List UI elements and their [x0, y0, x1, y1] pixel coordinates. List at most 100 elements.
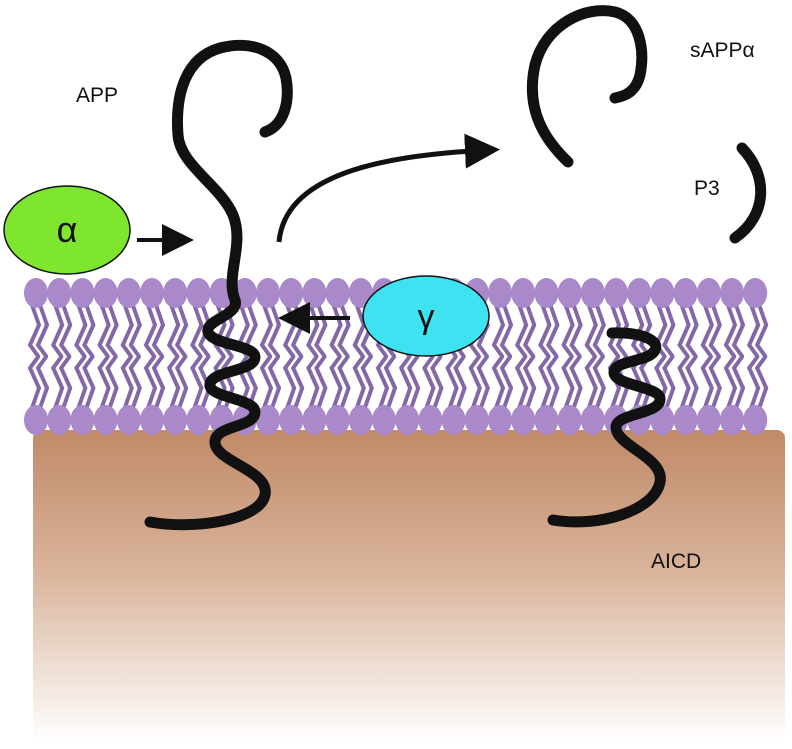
- alpha-enzyme-shape: [3, 185, 131, 275]
- lipid-tail: [522, 303, 537, 358]
- lipid-tail: [491, 355, 506, 410]
- lipid-tail: [677, 355, 691, 410]
- lipid-head: [488, 278, 512, 308]
- lipid-tail: [375, 355, 390, 410]
- lipid-tail: [430, 355, 444, 410]
- lipid-head: [395, 405, 420, 435]
- lipid-head: [673, 278, 698, 308]
- lipid-tail: [282, 355, 297, 410]
- gamma-symbol: γ: [418, 298, 435, 336]
- lipid-tail: [143, 303, 158, 358]
- lipid-tail: [282, 303, 297, 358]
- lipid-tail: [685, 303, 699, 358]
- lipid-tail: [561, 303, 575, 358]
- lipid-head: [47, 278, 72, 308]
- lipid-head: [418, 405, 443, 435]
- lipid-tail: [538, 355, 552, 410]
- lipid-tail: [514, 303, 529, 358]
- lipid-head: [743, 278, 768, 308]
- lipid-head: [302, 405, 327, 435]
- gamma-enzyme-shape: [362, 275, 490, 357]
- lipid-tail: [290, 303, 305, 358]
- lipid-tail: [499, 355, 514, 410]
- lipid-tail: [329, 303, 343, 358]
- alpha-symbol: α: [57, 209, 78, 250]
- lipid-tail: [491, 303, 506, 358]
- lipid-tail: [58, 303, 73, 358]
- lipid-head: [93, 405, 118, 435]
- lipid-tail: [584, 303, 598, 358]
- lipid-head: [372, 405, 396, 435]
- lipid-tail: [306, 303, 320, 358]
- p3-label: P3: [694, 177, 720, 200]
- lipid-tail: [352, 303, 366, 358]
- lipid-tail: [50, 355, 65, 410]
- lipid-tail: [97, 303, 111, 358]
- lipid-head: [116, 278, 141, 308]
- lipid-tail: [445, 355, 459, 410]
- lipid-head: [140, 278, 164, 308]
- lipid-tail: [35, 303, 50, 358]
- lipid-tail: [731, 303, 746, 358]
- lipid-head: [279, 405, 304, 435]
- lipid-tail: [700, 303, 714, 358]
- lipid-head: [534, 405, 559, 435]
- lipid-tail: [50, 303, 65, 358]
- lipid-tail: [82, 355, 96, 410]
- lipid-tail: [82, 303, 96, 358]
- app-protein: [144, 39, 293, 531]
- lipid-tail: [35, 355, 50, 410]
- lipid-head: [580, 278, 605, 308]
- lipid-tail: [27, 355, 42, 410]
- lipid-head: [24, 405, 48, 435]
- lipid-head: [348, 405, 373, 435]
- lipid-tail: [314, 303, 328, 358]
- lipid-head: [256, 278, 280, 308]
- sappa-label: sAPPα: [690, 39, 755, 62]
- lipid-tail: [584, 355, 598, 410]
- lipid-head: [743, 405, 768, 435]
- lipid-tail: [662, 355, 676, 410]
- lipid-tail: [453, 355, 467, 410]
- lipid-head: [557, 405, 582, 435]
- gamma-secretase: γ: [362, 275, 490, 357]
- lipid-tail: [685, 355, 699, 410]
- lipid-tail: [27, 303, 42, 358]
- lipid-tail: [708, 303, 722, 358]
- lipid-tail: [700, 355, 714, 410]
- lipid-tail: [592, 355, 606, 410]
- lipid-head: [627, 278, 652, 308]
- lipid-tail: [546, 303, 560, 358]
- lipid-head: [186, 278, 211, 308]
- lipid-tail: [746, 303, 761, 358]
- lipid-tail: [74, 355, 88, 410]
- lipid-tail: [151, 303, 166, 358]
- lipid-head: [534, 278, 559, 308]
- lipid-tail: [58, 355, 73, 410]
- lipid-tail: [128, 303, 142, 358]
- lipid-head: [70, 278, 95, 308]
- alpha-secretase: α: [3, 185, 131, 275]
- lipid-tail: [677, 303, 691, 358]
- lipid-tail: [468, 355, 482, 410]
- lipid-tail: [569, 303, 583, 358]
- aicd-fragment: [547, 327, 666, 528]
- lipid-tail: [708, 355, 722, 410]
- lipid-tail: [314, 355, 328, 410]
- lipid-tail: [306, 355, 320, 410]
- lipid-head: [604, 278, 628, 308]
- lipid-head: [70, 405, 95, 435]
- lipid-tail: [406, 355, 421, 410]
- lipid-tail: [190, 303, 204, 358]
- lipid-tail: [97, 355, 111, 410]
- lipid-tail: [166, 355, 181, 410]
- lipid-tail: [360, 355, 374, 410]
- lipid-tail: [754, 355, 769, 410]
- lipid-tail: [337, 355, 351, 410]
- lipid-tail: [329, 355, 343, 410]
- lipid-head: [720, 278, 744, 308]
- lipid-head: [441, 405, 466, 435]
- lipid-tail: [723, 355, 738, 410]
- lipid-head: [47, 405, 72, 435]
- lipid-tail: [514, 355, 529, 410]
